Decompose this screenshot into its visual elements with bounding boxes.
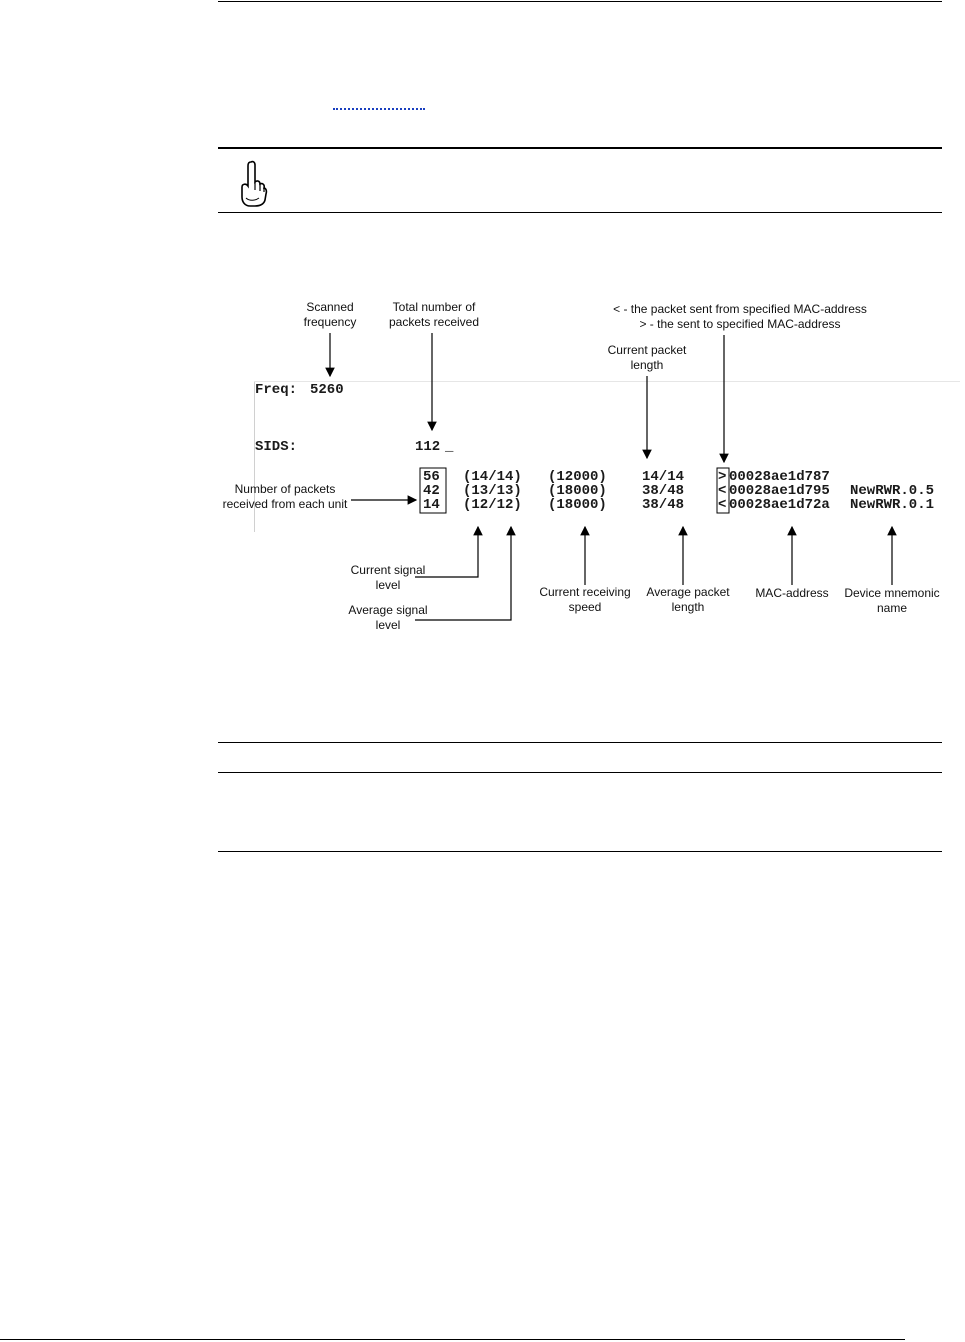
row-speed: (12000) [548, 469, 607, 485]
sids-label: SIDS: [255, 439, 298, 455]
label-direction-legend: < - the packet sent from specified MAC-a… [613, 302, 867, 331]
note-top-rule [218, 147, 942, 149]
direction-column-box [716, 467, 730, 514]
row-device-name: NewRWR.0.5 [850, 483, 935, 499]
row-direction: < [718, 497, 727, 513]
note-bottom-rule [218, 212, 942, 213]
row-length: 14/14 [642, 469, 685, 485]
label-mac-address: MAC-address [755, 586, 829, 600]
row-length: 38/48 [642, 483, 685, 499]
console-frame-top [254, 381, 960, 382]
row-count: 56 [423, 469, 440, 485]
row-count: 14 [423, 497, 440, 513]
row-speed: (18000) [548, 497, 607, 513]
row-signal: (12/12) [463, 497, 522, 513]
sids-value: 112 [415, 439, 441, 455]
section-rule-3 [218, 851, 942, 852]
row-signal: (13/13) [463, 483, 522, 499]
section-rule-2 [218, 772, 942, 773]
row-mac: 00028ae1d72a [729, 497, 830, 513]
arrow-average-signal [415, 525, 516, 621]
row-direction: > [718, 469, 727, 485]
console-frame-left [254, 382, 255, 532]
row-signal: (14/14) [463, 469, 522, 485]
console-cursor: _ [445, 439, 454, 455]
arrow-current-signal [415, 525, 483, 578]
count-column-box [419, 467, 447, 514]
footer-rule [0, 1339, 905, 1340]
row-direction: < [718, 483, 727, 499]
row-device-name: NewRWR.0.1 [850, 497, 935, 513]
top-rule [218, 1, 942, 2]
row-count: 42 [423, 483, 440, 499]
row-mac: 00028ae1d787 [729, 469, 830, 485]
row-speed: (18000) [548, 483, 607, 499]
freq-label: Freq: [255, 382, 298, 398]
annotation-arrows [325, 333, 897, 621]
row-mac: 00028ae1d795 [729, 483, 830, 499]
row-length: 38/48 [642, 497, 685, 513]
section-rule-1 [218, 742, 942, 743]
freq-value: 5260 [310, 382, 344, 398]
pointing-hand-icon [241, 160, 268, 207]
hyperlink-underline[interactable] [333, 108, 425, 110]
